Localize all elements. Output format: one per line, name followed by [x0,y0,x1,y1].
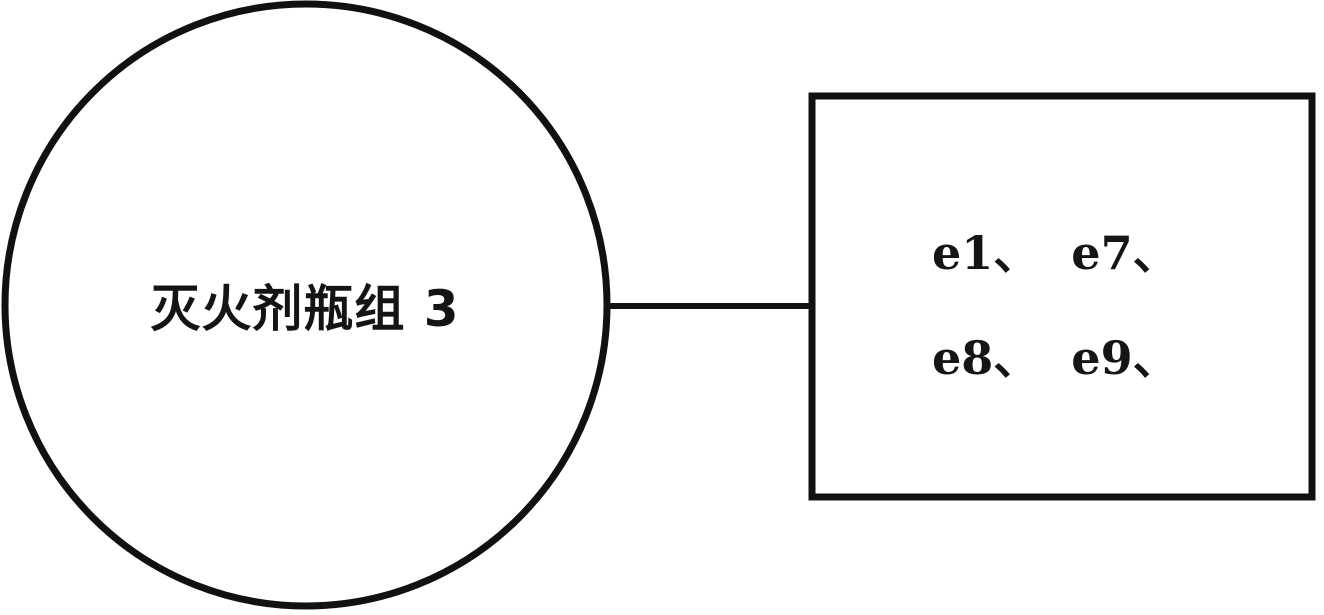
circle-label: 灭火剂瓶组 3 [150,280,460,338]
zone-line-1: e1、 e7、 [932,226,1179,280]
cylinder-group-circle [1,0,611,610]
zone-line-2: e8、 e9、 [932,331,1179,385]
zone-box-text: e1、 e7、 e8、 e9、 [812,195,1312,425]
zone-box [808,92,1316,501]
